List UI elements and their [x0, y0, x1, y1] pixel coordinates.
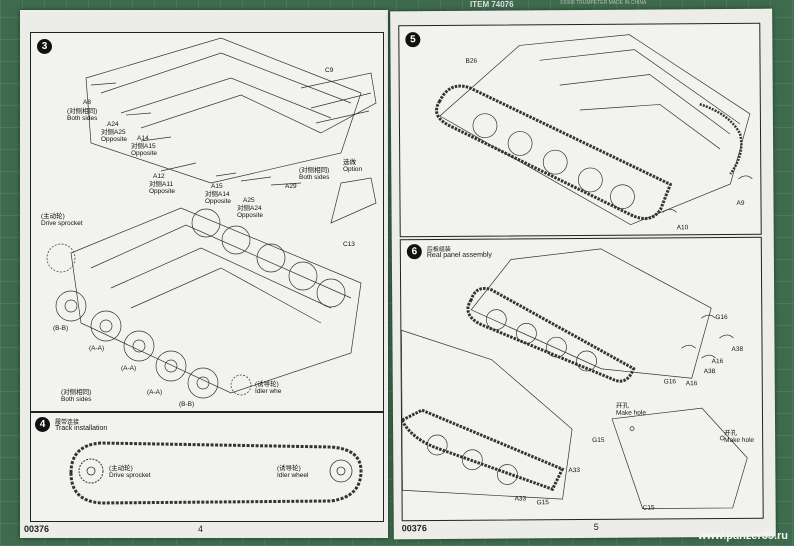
label-a12-note: 对侧A11 Opposite: [149, 181, 176, 196]
step3-number: 3: [37, 39, 52, 54]
label-aa-2: (A-A): [121, 365, 137, 372]
label-a25-note: 对侧A24 Opposite: [237, 205, 264, 220]
label-b26: B26: [465, 57, 478, 65]
label-c9: C9: [325, 67, 334, 74]
label-make-hole-2: 开孔 Make hole: [724, 429, 755, 445]
label-g16-b: G16: [663, 378, 677, 386]
right-page-number: 5: [593, 521, 599, 532]
label-a15-note: 对侧A14 Opposite: [205, 191, 232, 206]
left-page: 3: [20, 10, 388, 538]
watermark: www.panzer35.ru: [697, 530, 788, 542]
label-a14-note: 对侧A15 Opposite: [131, 143, 158, 158]
label-a29: A29: [285, 183, 297, 190]
label-a12: A12: [153, 173, 165, 180]
step5-hull-tracks-drawing: [435, 34, 753, 226]
step3-hull-drawing: [46, 37, 377, 399]
label-c13: C13: [343, 241, 355, 248]
label-bb-2: (B-B): [179, 401, 195, 408]
item-code: ITEM 74076: [470, 0, 514, 9]
left-page-number: 4: [198, 524, 204, 534]
label-c9-note: (对侧相同) Both sides: [299, 167, 330, 182]
label-aa-3: (A-A): [147, 389, 163, 396]
label-make-hole-1: 开孔 Make hole: [615, 402, 647, 418]
label-option: 选做 Option: [343, 159, 363, 174]
label-a33-b: A33: [514, 495, 527, 503]
label-both-sides-bottom: (对侧相同) Both sides: [61, 389, 92, 404]
label-a24-note: 对侧A25 Opposite: [101, 129, 128, 144]
label-c15: C15: [642, 504, 655, 512]
step6-panel: 6 后板组装 Real panel assembly G16 A38 A16 G…: [399, 236, 764, 522]
label-a8: A8: [83, 99, 91, 106]
step4-drive-label: (主动轮) Drive sprocket: [109, 465, 151, 480]
label-a25: A25: [243, 197, 255, 204]
label-bb-1: (B-B): [53, 325, 69, 332]
left-footer-code: 00376: [24, 524, 50, 534]
step4-title: Track installation: [55, 425, 108, 432]
label-g15-b: G15: [536, 499, 549, 507]
label-g15-a: G15: [592, 436, 605, 444]
label-a33-a: A33: [568, 467, 580, 475]
right-page: 5 B26 A9 A10 6 后板组装 Real panel assembly: [390, 8, 776, 540]
label-a10: A10: [676, 224, 689, 232]
step4-panel: 4 履带连接 Track installation (主动轮) Drive sp…: [30, 412, 384, 522]
label-a38-b: A38: [703, 368, 716, 376]
step4-number: 4: [35, 417, 50, 432]
right-footer-code: 00376: [401, 523, 427, 534]
label-a9: A9: [736, 199, 745, 207]
step6-drawing: [400, 248, 748, 509]
label-a15: A15: [211, 183, 223, 190]
copyright-line: ©2008 TRUMPETER MADE IN CHINA: [560, 0, 647, 6]
step5-panel: 5 B26 A9 A10: [398, 22, 762, 238]
step3-panel: 3: [30, 32, 384, 412]
label-a16-a: A16: [711, 358, 724, 366]
label-a24: A24: [107, 121, 119, 128]
track-loop-drawing: [69, 441, 363, 505]
label-a14: A14: [137, 135, 149, 142]
step4-title-cn: 履带连接: [55, 420, 80, 426]
label-g16-a: G16: [715, 313, 728, 322]
label-a38-a: A38: [731, 345, 744, 353]
label-a8-note: (对侧相同) Both sides: [67, 108, 98, 123]
label-a16-b: A16: [685, 380, 698, 388]
label-idler: (诱导轮) Idler whe: [255, 381, 282, 396]
label-drive-sprocket: (主动轮) Drive sprocket: [41, 213, 83, 228]
step4-idler-label: (诱导轮) Idler wheel: [277, 465, 309, 480]
label-aa-1: (A-A): [89, 345, 105, 352]
